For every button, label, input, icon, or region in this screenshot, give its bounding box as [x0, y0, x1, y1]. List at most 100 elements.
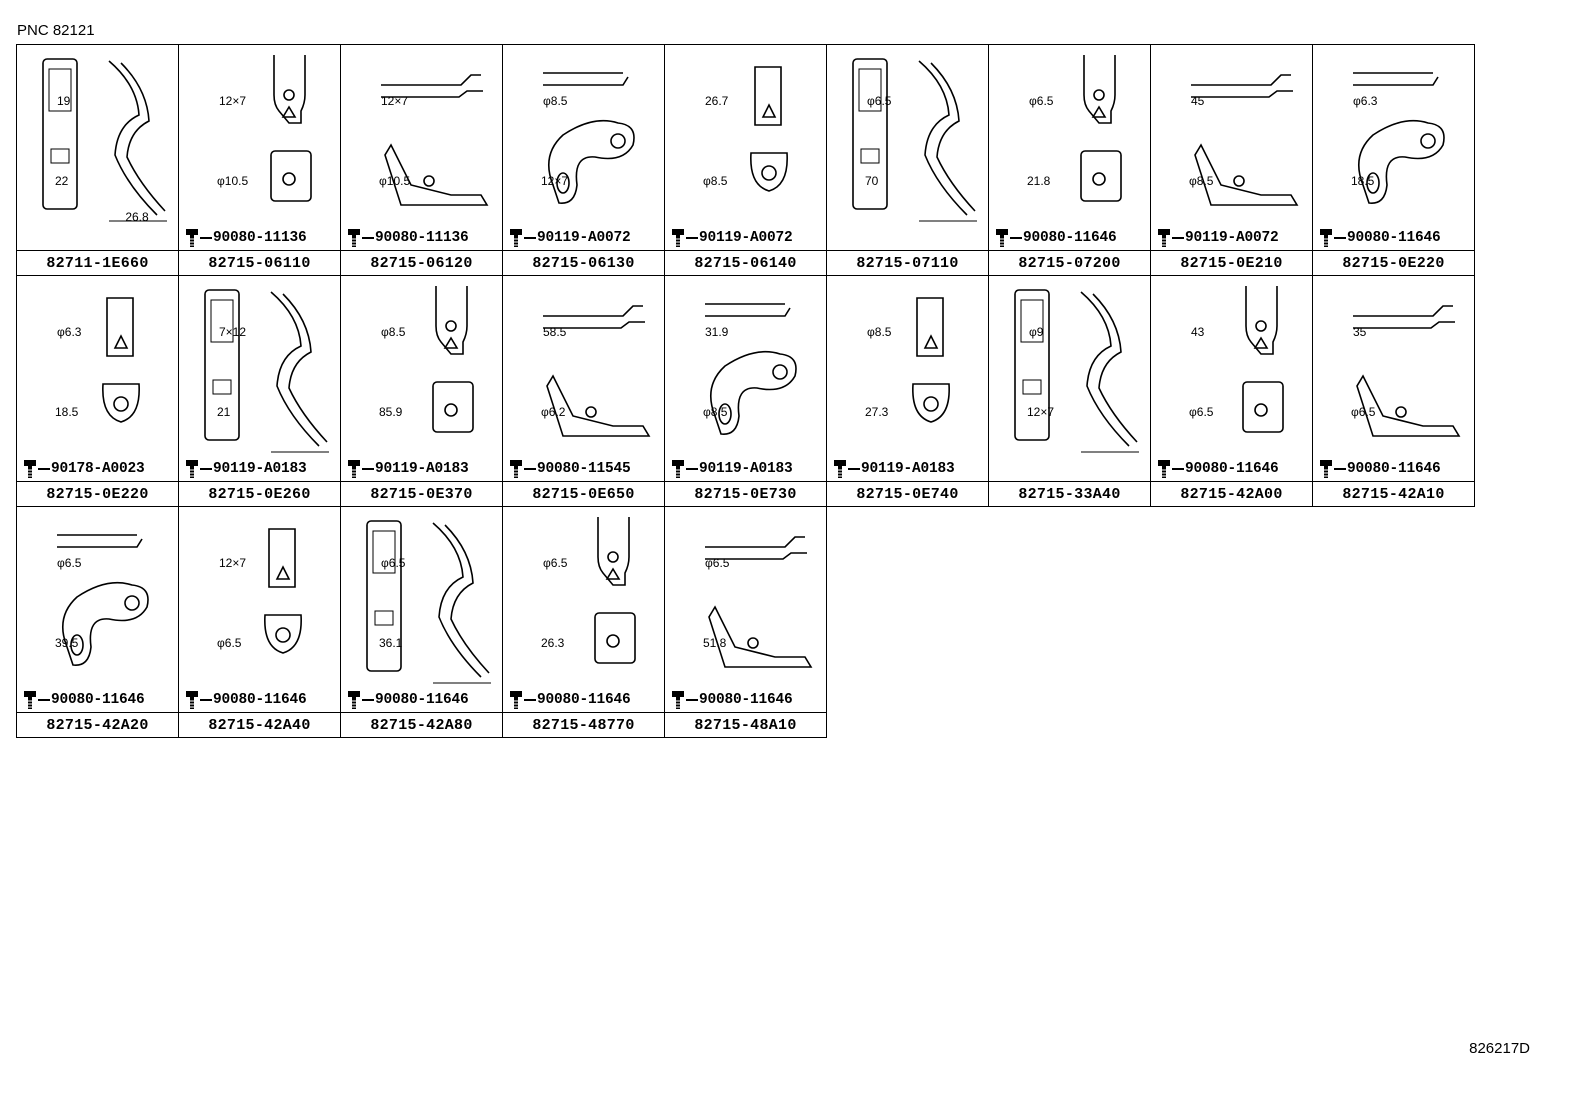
- part-number-label[interactable]: 82715-0E210: [1151, 250, 1312, 275]
- bolt-callout: 90119-A0072: [507, 227, 631, 249]
- leader-line: [686, 237, 698, 239]
- part-number-label[interactable]: 82715-0E220: [17, 481, 178, 506]
- dimension-label: 45: [1191, 94, 1205, 108]
- bolt-part-number[interactable]: 90119-A0183: [861, 461, 955, 477]
- dimension-label: 27.3: [865, 405, 889, 419]
- part-number-label[interactable]: 82715-42A00: [1151, 481, 1312, 506]
- leader-line: [362, 237, 374, 239]
- part-number-label[interactable]: 82711-1E660: [17, 250, 178, 275]
- bolt-part-number[interactable]: 90119-A0183: [375, 461, 469, 477]
- part-number-label[interactable]: 82715-07200: [989, 250, 1150, 275]
- leader-line: [848, 468, 860, 470]
- bolt-part-number[interactable]: 90080-11646: [1347, 230, 1441, 246]
- dimension-label: φ8.5: [703, 174, 728, 188]
- bolt-callout: 90119-A0183: [183, 458, 307, 480]
- bolt-part-number[interactable]: 90119-A0072: [1185, 230, 1279, 246]
- part-drawing-svg: φ6.318.5: [55, 297, 140, 423]
- bolt-part-number[interactable]: 90080-11646: [51, 692, 145, 708]
- dimension-label: 12×7: [219, 94, 246, 108]
- dimension-label: 26.3: [541, 636, 565, 650]
- dimension-label: 85.9: [379, 405, 403, 419]
- dimension-label: φ8.5: [381, 325, 406, 339]
- bolt-part-number[interactable]: 90119-A0183: [699, 461, 793, 477]
- dimension-label: φ6.5: [1189, 405, 1214, 419]
- part-number-label[interactable]: 82715-0E650: [503, 481, 664, 506]
- part-number-label[interactable]: 82715-42A80: [341, 712, 502, 737]
- bolt-part-number[interactable]: 90178-A0023: [51, 461, 145, 477]
- part-number-label[interactable]: 82715-48A10: [665, 712, 826, 737]
- part-number-label[interactable]: 82715-0E740: [827, 481, 988, 506]
- part-cell[interactable]: φ8.5 85.9 90119-A0183 82715-0E370: [340, 275, 503, 507]
- leader-line: [524, 237, 536, 239]
- bolt-part-number[interactable]: 90119-A0072: [699, 230, 793, 246]
- part-number-label[interactable]: 82715-0E260: [179, 481, 340, 506]
- bolt-icon: [507, 690, 525, 710]
- bolt-part-number[interactable]: 90080-11646: [1347, 461, 1441, 477]
- bolt-part-number[interactable]: 90080-11646: [213, 692, 307, 708]
- part-number-label[interactable]: 82715-0E370: [341, 481, 502, 506]
- bolt-callout: 90080-11646: [1155, 458, 1279, 480]
- part-number-label[interactable]: 82715-42A40: [179, 712, 340, 737]
- part-number-label[interactable]: 82715-07110: [827, 250, 988, 275]
- part-number-label[interactable]: 82715-0E220: [1313, 250, 1474, 275]
- bolt-part-number[interactable]: 90080-11646: [1185, 461, 1279, 477]
- bolt-part-number[interactable]: 90119-A0072: [537, 230, 631, 246]
- part-number-label[interactable]: 82715-06130: [503, 250, 664, 275]
- bolt-part-number[interactable]: 90080-11136: [213, 230, 307, 246]
- dimension-label: 39.5: [55, 636, 79, 650]
- bolt-part-number[interactable]: 90080-11646: [1023, 230, 1117, 246]
- part-number-label[interactable]: 82715-06120: [341, 250, 502, 275]
- dimension-label: 21.8: [1027, 174, 1051, 188]
- part-number-label[interactable]: 82715-48770: [503, 712, 664, 737]
- bolt-part-number[interactable]: 90080-11646: [537, 692, 631, 708]
- bolt-icon: [183, 228, 201, 248]
- bolt-part-number[interactable]: 90080-11545: [537, 461, 631, 477]
- part-number-label[interactable]: 82715-06110: [179, 250, 340, 275]
- part-number-label[interactable]: 82715-0E730: [665, 481, 826, 506]
- bolt-part-number[interactable]: 90080-11646: [699, 692, 793, 708]
- part-number-label[interactable]: 82715-42A20: [17, 712, 178, 737]
- leader-line: [524, 699, 536, 701]
- bolt-part-number[interactable]: 90080-11646: [375, 692, 469, 708]
- part-number-label[interactable]: 82715-33A40: [989, 481, 1150, 506]
- bolt-part-number[interactable]: 90080-11136: [375, 230, 469, 246]
- part-drawing-svg: φ8.512×7: [541, 72, 635, 204]
- dimension-label: 51.8: [703, 636, 727, 650]
- part-number-label[interactable]: 82715-42A10: [1313, 481, 1474, 506]
- part-number-label[interactable]: 82715-06140: [665, 250, 826, 275]
- bolt-part-number[interactable]: 90119-A0183: [213, 461, 307, 477]
- bolt-callout: 90119-A0183: [831, 458, 955, 480]
